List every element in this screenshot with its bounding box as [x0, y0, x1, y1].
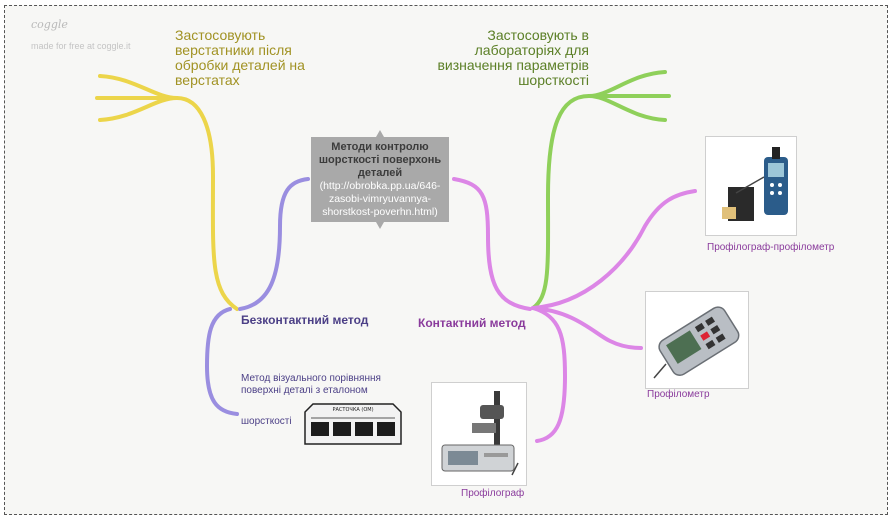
collapse-arrow-icon[interactable] — [376, 130, 384, 137]
green-fork — [587, 70, 671, 122]
plate-label: РАСТОЧКА (ОМ) — [332, 407, 373, 413]
profilograph-profilometer-label[interactable]: Профілограф-профілометр — [707, 242, 835, 253]
contact-method-node[interactable]: Контактний метод — [418, 316, 526, 330]
expand-arrow-icon[interactable] — [376, 222, 384, 229]
noncontact-method-node[interactable]: Безконтактний метод — [241, 313, 369, 327]
visual-comparison-node-tail: шорсткості — [241, 416, 292, 427]
central-node-title: Методи контролю шорсткості поверхонь дет… — [318, 141, 442, 179]
green-branch-line — [531, 94, 591, 310]
magenta-child-profilograph — [531, 306, 568, 443]
made-with-coggle-text: made for free at coggle.it — [31, 41, 131, 51]
coggle-logo: coggle — [31, 18, 68, 31]
profilometer-photo — [645, 291, 749, 389]
magenta-child-profilograph-profilometer — [531, 189, 697, 310]
magenta-child-profilometer — [531, 306, 643, 350]
profilometer-label[interactable]: Профілометр — [647, 389, 710, 400]
yellow-fork — [95, 74, 179, 122]
roughness-standard-plate-image: РАСТОЧКА (ОМ) — [304, 403, 402, 445]
profilograph-profilometer-photo — [705, 136, 797, 236]
central-node[interactable]: Методи контролю шорсткості поверхонь дет… — [311, 137, 449, 222]
visual-comparison-node[interactable]: Метод візуального порівняння поверхні де… — [241, 373, 381, 396]
mindmap-canvas: coggle made for free at coggle.it Застос… — [4, 5, 888, 515]
central-node-url[interactable]: (http://obrobka.pp.ua/646-zasobi-vimryuv… — [319, 180, 441, 218]
branch-connectors — [95, 70, 697, 443]
profilograph-label[interactable]: Профілограф — [461, 488, 525, 499]
workshop-usage-note[interactable]: Застосовують верстатники після обробки д… — [175, 27, 305, 88]
purple-child-line — [204, 307, 239, 416]
profilograph-photo — [431, 382, 527, 486]
purple-branch-line — [238, 177, 310, 311]
laboratory-usage-note[interactable]: Застосовують в лабораторіях для визначен… — [437, 27, 589, 88]
yellow-branch-line — [175, 96, 239, 311]
magenta-branch-line — [452, 177, 532, 311]
